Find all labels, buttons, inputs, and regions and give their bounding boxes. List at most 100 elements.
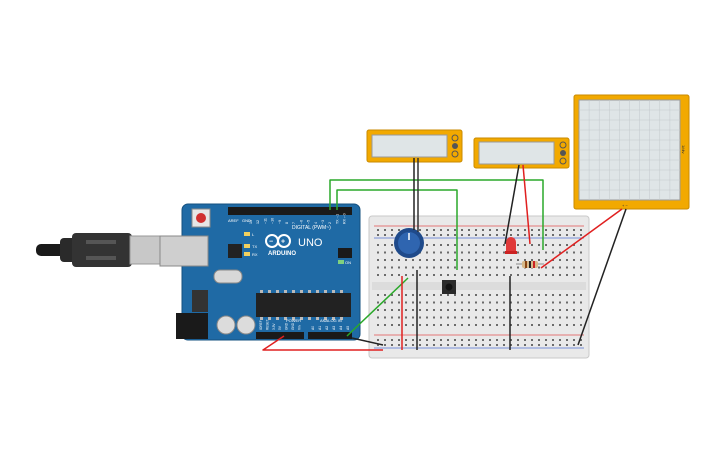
breadboard-hole[interactable]	[524, 274, 526, 276]
breadboard-hole[interactable]	[475, 294, 477, 296]
breadboard-hole[interactable]	[545, 294, 547, 296]
breadboard-hole[interactable]	[489, 309, 491, 311]
breadboard-hole[interactable]	[377, 309, 379, 311]
breadboard-hole[interactable]	[391, 266, 393, 269]
breadboard-hole[interactable]	[573, 229, 575, 231]
breadboard-hole[interactable]	[419, 294, 421, 296]
wire-green-a[interactable]	[329, 179, 544, 250]
breadboard-hole[interactable]	[447, 274, 449, 276]
breadboard-hole[interactable]	[461, 309, 463, 311]
breadboard-hole[interactable]	[454, 229, 456, 231]
breadboard-hole[interactable]	[440, 251, 442, 254]
wire-red-5v[interactable]	[262, 335, 383, 351]
breadboard-hole[interactable]	[496, 316, 498, 319]
potentiometer[interactable]	[394, 228, 424, 258]
breadboard-hole[interactable]	[517, 266, 519, 269]
breadboard-hole[interactable]	[545, 309, 547, 311]
breadboard-hole[interactable]	[377, 251, 379, 254]
breadboard-hole[interactable]	[405, 274, 407, 276]
breadboard-hole[interactable]	[384, 234, 386, 236]
wire-green-b[interactable]	[336, 189, 458, 270]
breadboard-hole[interactable]	[384, 229, 386, 231]
breadboard-hole[interactable]	[566, 229, 568, 231]
breadboard-hole[interactable]	[412, 294, 414, 296]
breadboard-hole[interactable]	[482, 251, 484, 254]
breadboard-hole[interactable]	[531, 344, 533, 346]
breadboard-hole[interactable]	[433, 234, 435, 236]
breadboard-hole[interactable]	[503, 229, 505, 231]
breadboard-hole[interactable]	[510, 339, 512, 341]
breadboard-hole[interactable]	[482, 324, 484, 326]
breadboard-hole[interactable]	[482, 229, 484, 231]
pushbutton[interactable]	[442, 280, 456, 294]
wire-black-gnd3[interactable]	[351, 337, 384, 346]
breadboard-hole[interactable]	[552, 324, 554, 326]
breadboard-hole[interactable]	[391, 244, 393, 246]
breadboard-hole[interactable]	[461, 274, 463, 276]
breadboard-hole[interactable]	[489, 274, 491, 276]
breadboard-hole[interactable]	[538, 251, 540, 254]
breadboard-hole[interactable]	[384, 294, 386, 296]
breadboard-hole[interactable]	[475, 259, 477, 261]
breadboard-hole[interactable]	[461, 294, 463, 296]
breadboard-hole[interactable]	[475, 344, 477, 346]
breadboard-hole[interactable]	[377, 294, 379, 296]
breadboard-hole[interactable]	[552, 266, 554, 269]
breadboard-hole[interactable]	[405, 301, 407, 304]
breadboard-hole[interactable]	[377, 266, 379, 269]
breadboard-hole[interactable]	[461, 316, 463, 319]
breadboard-hole[interactable]	[496, 301, 498, 304]
breadboard-hole[interactable]	[433, 244, 435, 246]
breadboard-hole[interactable]	[503, 251, 505, 254]
breadboard-hole[interactable]	[454, 324, 456, 326]
breadboard-hole[interactable]	[538, 259, 540, 261]
breadboard-hole[interactable]	[531, 324, 533, 326]
breadboard-hole[interactable]	[482, 274, 484, 276]
breadboard-hole[interactable]	[482, 244, 484, 246]
breadboard-hole[interactable]	[412, 301, 414, 304]
breadboard-hole[interactable]	[475, 244, 477, 246]
breadboard-hole[interactable]	[447, 234, 449, 236]
breadboard-hole[interactable]	[531, 274, 533, 276]
breadboard-hole[interactable]	[447, 344, 449, 346]
breadboard-hole[interactable]	[461, 324, 463, 326]
breadboard-hole[interactable]	[398, 324, 400, 326]
breadboard-hole[interactable]	[419, 324, 421, 326]
breadboard-hole[interactable]	[489, 234, 491, 236]
breadboard-hole[interactable]	[461, 301, 463, 304]
breadboard-hole[interactable]	[426, 316, 428, 319]
breadboard-hole[interactable]	[440, 294, 442, 296]
digital-header[interactable]	[228, 207, 352, 215]
wire-green-c[interactable]	[346, 277, 409, 337]
breadboard-hole[interactable]	[391, 229, 393, 231]
breadboard-hole[interactable]	[503, 274, 505, 276]
breadboard-hole[interactable]	[566, 234, 568, 236]
breadboard-hole[interactable]	[454, 234, 456, 236]
breadboard-hole[interactable]	[580, 234, 582, 236]
breadboard-hole[interactable]	[524, 234, 526, 236]
breadboard-hole[interactable]	[468, 229, 470, 231]
breadboard-hole[interactable]	[552, 251, 554, 254]
breadboard-hole[interactable]	[524, 259, 526, 261]
breadboard-hole[interactable]	[454, 309, 456, 311]
breadboard-hole[interactable]	[454, 339, 456, 341]
breadboard-hole[interactable]	[405, 309, 407, 311]
breadboard-hole[interactable]	[573, 234, 575, 236]
breadboard-hole[interactable]	[545, 324, 547, 326]
breadboard-hole[interactable]	[489, 344, 491, 346]
breadboard-hole[interactable]	[468, 251, 470, 254]
breadboard-hole[interactable]	[552, 309, 554, 311]
breadboard-hole[interactable]	[573, 244, 575, 246]
led-red[interactable]	[505, 237, 517, 254]
breadboard-hole[interactable]	[559, 324, 561, 326]
breadboard-hole[interactable]	[503, 316, 505, 319]
breadboard-hole[interactable]	[440, 316, 442, 319]
breadboard-hole[interactable]	[545, 274, 547, 276]
breadboard-hole[interactable]	[489, 229, 491, 231]
breadboard-hole[interactable]	[447, 324, 449, 326]
breadboard-hole[interactable]	[447, 244, 449, 246]
breadboard-hole[interactable]	[461, 344, 463, 346]
breadboard-hole[interactable]	[433, 266, 435, 269]
breadboard-hole[interactable]	[580, 301, 582, 304]
